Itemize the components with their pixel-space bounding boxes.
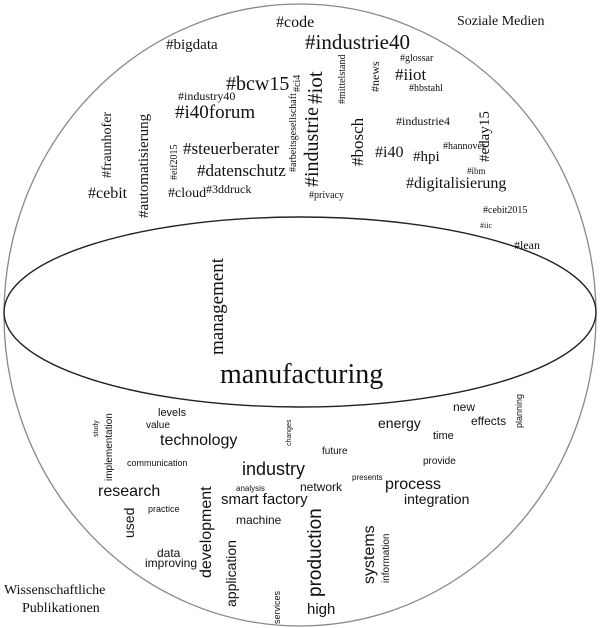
- bottom-word: energy: [378, 415, 421, 431]
- bottom-word: provide: [423, 456, 456, 467]
- bottom-word: data: [157, 546, 181, 560]
- top-word: #industrie: [301, 107, 323, 187]
- outer-sphere: [3, 3, 597, 627]
- top-word: #glossar: [400, 53, 434, 64]
- bottom-word: levels: [158, 407, 187, 419]
- top-word: #steuerberater: [183, 139, 280, 158]
- label-social-media: Soziale Medien: [457, 14, 545, 29]
- label-scientific-publications-line1: Wissenschaftliche: [4, 583, 106, 598]
- top-word: #ibm: [467, 166, 486, 176]
- top-word: #hannover: [443, 141, 486, 152]
- bottom-word: machine: [236, 513, 282, 527]
- top-word: #lean: [514, 238, 540, 252]
- top-word: #eday15: [477, 111, 493, 162]
- top-word: #bcw15: [226, 73, 290, 95]
- top-word: #iic: [480, 221, 492, 230]
- top-word: #i40: [375, 144, 404, 161]
- bottom-word: management: [207, 257, 228, 355]
- top-word: #datenschutz: [197, 161, 286, 180]
- top-word: #code: [276, 14, 315, 31]
- bottom-word: implementation: [104, 413, 115, 481]
- bottom-word: effects: [471, 414, 507, 428]
- bottom-word: changes: [286, 419, 293, 446]
- top-word: #cebit: [88, 185, 128, 202]
- top-word: #cloud: [168, 186, 207, 201]
- bottom-word: industry: [242, 459, 306, 479]
- top-word: #bigdata: [166, 37, 218, 53]
- bottom-word: smart factory: [221, 491, 308, 508]
- top-word: #arbeitsgesellschaft: [288, 93, 299, 172]
- top-word: #3ddruck: [206, 182, 252, 196]
- top-word: #ci4: [292, 74, 303, 92]
- top-word: #cebit2015: [483, 205, 528, 216]
- bottom-word: analysis: [236, 484, 265, 493]
- top-word: #iiot: [395, 65, 427, 84]
- bottom-word: value: [146, 420, 170, 431]
- bottom-word: technology: [160, 432, 238, 449]
- bottom-word: services: [272, 590, 282, 624]
- bottom-word: improving: [145, 556, 198, 570]
- label-scientific-publications-line2: Publikationen: [22, 601, 100, 616]
- bottom-word: development: [198, 486, 215, 578]
- bottom-word: future: [322, 446, 348, 457]
- top-word: #digitalisierung: [406, 175, 507, 192]
- bottom-word: network: [300, 480, 343, 494]
- bottom-word: presents: [352, 473, 383, 482]
- bottom-word: study: [93, 420, 100, 437]
- bottom-word: time: [433, 430, 454, 442]
- top-word: #iot: [303, 71, 327, 104]
- top-word: #hpi: [413, 149, 440, 165]
- bottom-word: planning: [514, 393, 524, 428]
- top-word: #bosch: [348, 117, 367, 166]
- top-word: #automatisierung: [136, 113, 152, 218]
- top-word: #industry40: [178, 89, 236, 103]
- bottom-word: process: [385, 476, 442, 493]
- bottom-word: application: [223, 540, 239, 607]
- bottom-word: communication: [127, 458, 188, 468]
- bottom-word: new: [453, 400, 476, 414]
- bottom-word: practice: [148, 504, 180, 514]
- equator-ellipse: [3, 216, 597, 408]
- bottom-word: integration: [404, 491, 470, 507]
- bottom-word: used: [121, 507, 137, 538]
- bottom-word: systems: [361, 525, 378, 584]
- top-word: #mittelstand: [337, 54, 348, 104]
- bottom-word: manufacturing: [220, 359, 384, 390]
- top-word: #industrie40: [305, 30, 410, 54]
- top-word: #eif2015: [169, 144, 180, 180]
- top-word: #industrie4: [396, 114, 450, 128]
- bottom-word: research: [98, 483, 161, 500]
- top-word: #fraunhofer: [100, 111, 115, 178]
- top-word: #hbstahl: [409, 83, 443, 94]
- bottom-word: information: [381, 533, 392, 583]
- top-word: #news: [368, 61, 382, 92]
- bottom-word: production: [305, 508, 326, 597]
- top-word: #i40forum: [175, 102, 256, 123]
- bottom-word: high: [307, 601, 336, 618]
- top-word: #privacy: [309, 190, 344, 201]
